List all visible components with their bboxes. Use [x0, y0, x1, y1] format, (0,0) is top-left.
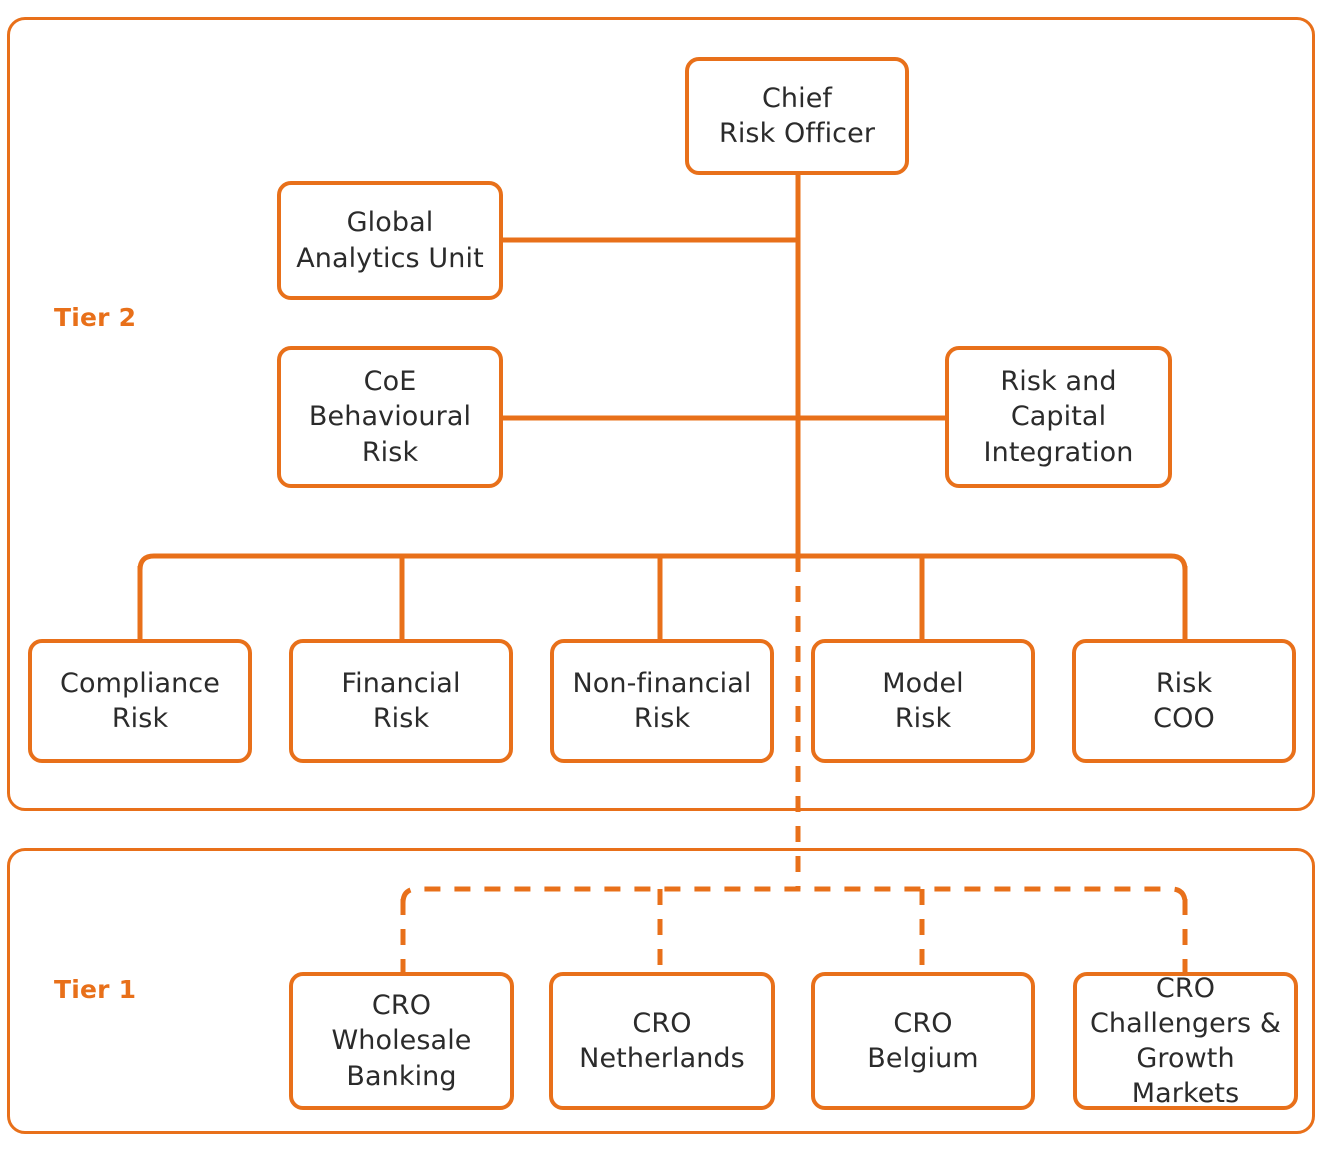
node-cro-wholesale-banking-label: CRO Wholesale Banking: [331, 990, 472, 1092]
node-cro-netherlands[interactable]: CRO Netherlands: [549, 972, 775, 1110]
node-compliance-risk[interactable]: Compliance Risk: [28, 639, 252, 763]
node-cro-netherlands-label: CRO Netherlands: [579, 1007, 745, 1074]
node-non-financial-risk[interactable]: Non-financial Risk: [550, 639, 774, 763]
node-coe-behavioural-risk[interactable]: CoE Behavioural Risk: [277, 346, 503, 488]
node-cro-belgium[interactable]: CRO Belgium: [811, 972, 1035, 1110]
node-cro-belgium-label: CRO Belgium: [867, 1007, 979, 1074]
node-risk-coo[interactable]: Risk COO: [1072, 639, 1296, 763]
node-chief-risk-officer[interactable]: Chief Risk Officer: [685, 57, 909, 175]
tier2-container: [7, 17, 1315, 811]
node-risk-and-capital-integration[interactable]: Risk and Capital Integration: [945, 346, 1172, 488]
tier-label-tier2: Tier 2: [54, 303, 137, 332]
node-compliance-risk-label: Compliance Risk: [60, 667, 220, 734]
node-model-risk-label: Model Risk: [882, 667, 964, 734]
tier1-container: [7, 848, 1315, 1134]
node-coe-behavioural-risk-label: CoE Behavioural Risk: [308, 366, 472, 468]
node-financial-risk-label: Financial Risk: [341, 667, 461, 734]
node-cro-challengers-growth-markets-label: CRO Challengers & Growth Markets: [1089, 972, 1282, 1110]
node-risk-coo-label: Risk COO: [1153, 667, 1215, 734]
node-chief-risk-officer-label: Chief Risk Officer: [718, 82, 876, 149]
tier-label-tier1: Tier 1: [54, 975, 137, 1004]
node-model-risk[interactable]: Model Risk: [811, 639, 1035, 763]
node-global-analytics-unit[interactable]: Global Analytics Unit: [277, 181, 503, 300]
node-risk-and-capital-integration-label: Risk and Capital Integration: [983, 366, 1134, 468]
node-non-financial-risk-label: Non-financial Risk: [572, 667, 752, 734]
node-global-analytics-unit-label: Global Analytics Unit: [296, 207, 484, 274]
node-cro-challengers-growth-markets[interactable]: CRO Challengers & Growth Markets: [1073, 972, 1298, 1110]
node-cro-wholesale-banking[interactable]: CRO Wholesale Banking: [289, 972, 514, 1110]
node-financial-risk[interactable]: Financial Risk: [289, 639, 513, 763]
